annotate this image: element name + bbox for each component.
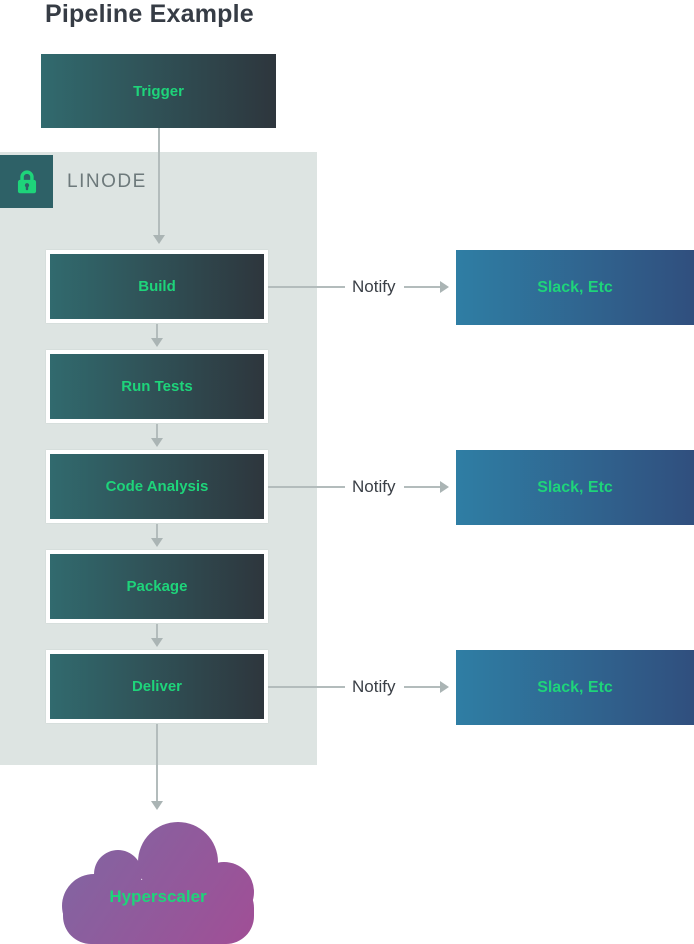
node-slack-deliver: Slack, Etc	[456, 650, 694, 725]
arrow-notify-to-slack	[404, 486, 440, 488]
node-trigger-label: Trigger	[133, 82, 184, 100]
arrow-deliver-to-cloud	[156, 724, 158, 801]
node-run-tests-label: Run Tests	[121, 378, 193, 395]
arrow-build-to-runtests	[156, 324, 158, 338]
node-run-tests: Run Tests	[46, 350, 268, 423]
arrow-trigger-to-build	[158, 128, 160, 235]
line-codeanalysis-to-notify	[268, 486, 345, 488]
cloud-icon	[62, 822, 254, 944]
arrowhead-right-icon	[440, 481, 449, 493]
arrowhead-right-icon	[440, 281, 449, 293]
line-deliver-to-notify	[268, 686, 345, 688]
node-package: Package	[46, 550, 268, 623]
arrow-package-to-deliver	[156, 624, 158, 638]
page-title: Pipeline Example	[45, 0, 254, 28]
node-package-label: Package	[126, 578, 188, 595]
node-build: Build	[46, 250, 268, 323]
notify-label: Notify	[352, 277, 396, 296]
arrowhead-down-icon	[151, 538, 163, 547]
arrowhead-down-icon	[151, 801, 163, 810]
notify-label: Notify	[352, 677, 396, 696]
notify-label: Notify	[352, 477, 396, 496]
node-build-label: Build	[138, 278, 176, 295]
lock-icon	[17, 169, 36, 193]
node-deliver-label: Deliver	[131, 678, 183, 695]
arrowhead-right-icon	[440, 681, 449, 693]
arrow-notify-to-slack	[404, 286, 440, 288]
node-slack-label: Slack, Etc	[537, 278, 613, 296]
arrow-notify-to-slack	[404, 686, 440, 688]
node-slack-build: Slack, Etc	[456, 250, 694, 325]
arrowhead-down-icon	[151, 438, 163, 447]
line-build-to-notify	[268, 286, 345, 288]
arrowhead-down-icon	[151, 338, 163, 347]
node-code-analysis: Code Analysis	[46, 450, 268, 523]
lock-badge	[0, 155, 53, 208]
node-hyperscaler-label: Hyperscaler	[109, 887, 207, 906]
arrow-runtests-to-codeanalysis	[156, 424, 158, 438]
arrowhead-down-icon	[151, 638, 163, 647]
arrow-codeanalysis-to-package	[156, 524, 158, 538]
arrowhead-down-icon	[153, 235, 165, 244]
node-slack-codeanalysis: Slack, Etc	[456, 450, 694, 525]
node-slack-label: Slack, Etc	[537, 678, 613, 696]
node-deliver: Deliver	[46, 650, 268, 723]
node-code-analysis-label: Code Analysis	[105, 478, 209, 495]
node-trigger: Trigger	[41, 54, 276, 128]
linode-container-label: LINODE	[67, 171, 147, 192]
node-slack-label: Slack, Etc	[537, 478, 613, 496]
